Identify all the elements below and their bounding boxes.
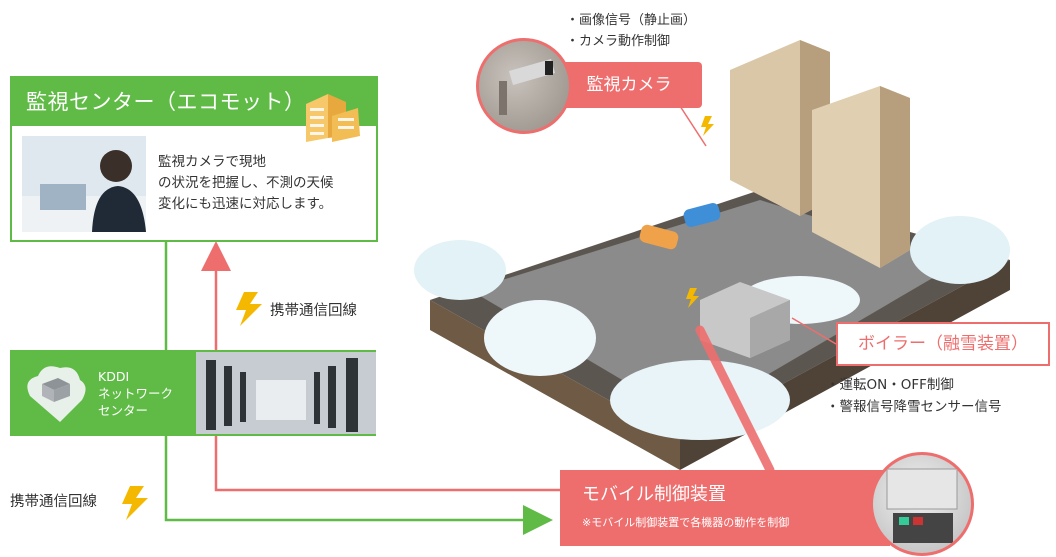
control-device-photo [870,452,974,556]
mobile-line-label: 携帯通信回線 [10,494,97,510]
kddi-network-center-box: KDDI ネットワーク センター [10,350,376,436]
mobile-control-note: ※モバイル制御装置で各機器の動作を制御 [582,516,790,529]
description-line: 監視カメラで現地 [158,154,266,170]
green-arrow-kddi-to-mobile [164,436,553,535]
description-line: の状況を把握し、不測の天候 [158,175,334,191]
operator-photo [22,136,146,232]
security-camera-photo [476,38,572,134]
cloud-server-icon [20,360,90,426]
kddi-label: KDDI ネットワーク センター [98,368,173,419]
description-line: 変化にも迅速に対応します。 [158,196,333,212]
red-line-mobile-to-kddi [214,436,560,492]
kddi-label-line: センター [98,403,149,418]
camera-feature: ・画像信号（静止画） [566,13,697,28]
mobile-control-label: モバイル制御装置 [582,484,726,505]
boiler-feature-list: ・運転ON・OFF制御 ・警報信号降雪センサー信号 [826,374,1002,418]
camera-pointer [679,105,707,147]
site-illustration [414,40,1010,470]
boiler-feature: ・運転ON・OFF制御 [826,377,954,393]
red-line-boiler-to-mobile [695,325,775,475]
office-building-icon [302,86,362,144]
camera-label: 監視カメラ [556,62,702,108]
boiler-pointer [791,317,837,345]
camera-feature-list: ・画像信号（静止画） ・カメラ動作制御 [566,10,696,52]
kddi-label-line: ネットワーク [98,386,174,401]
mobile-control-box: モバイル制御装置 ※モバイル制御装置で各機器の動作を制御 [560,470,890,546]
kddi-label-line: KDDI [98,369,130,384]
lightning-icon [122,486,148,520]
camera-feature: ・カメラ動作制御 [566,34,671,49]
monitoring-center-box: 監視センター（エコモット） 監視カメラで現地 の状況を把握し、不測の天候 変化に… [10,76,378,242]
datacenter-photo [196,352,376,434]
mobile-line-label: 携帯通信回線 [270,303,357,319]
boiler-label: ボイラー（融雪装置） [836,322,1050,366]
boiler-feature: ・警報信号降雪センサー信号 [826,399,1002,415]
lightning-icon [236,292,262,326]
monitoring-center-description: 監視カメラで現地 の状況を把握し、不測の天候 変化にも迅速に対応します。 [158,152,372,215]
